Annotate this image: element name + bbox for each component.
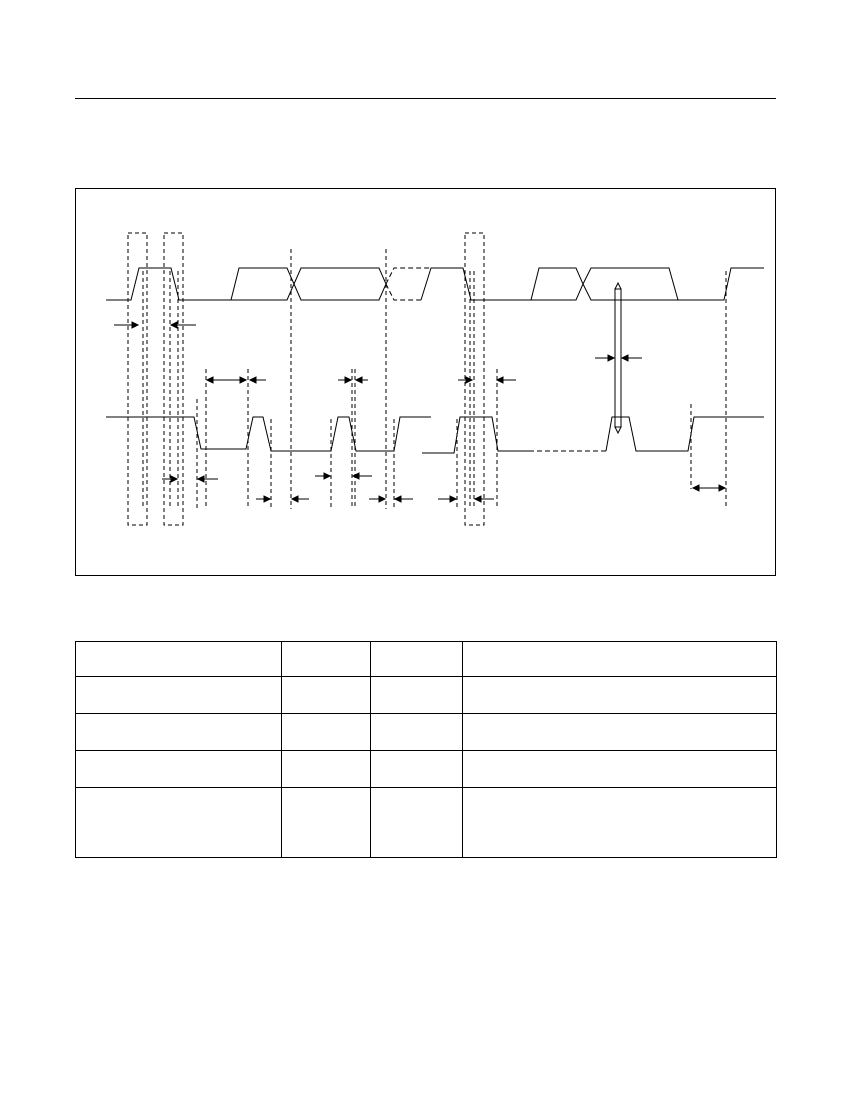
table-cell	[75, 676, 282, 714]
table-header-cell	[281, 641, 371, 677]
lower-waveform	[106, 416, 764, 454]
page-header-rule	[75, 98, 776, 99]
parameter-table	[75, 641, 777, 858]
table-header-cell	[75, 641, 282, 677]
table-row	[75, 787, 777, 858]
table-header-row	[75, 641, 777, 677]
table-cell	[462, 713, 777, 751]
table-cell	[281, 750, 371, 788]
timing-diagram-svg	[106, 232, 764, 526]
guide-box-3	[464, 232, 485, 526]
table-header-cell	[462, 641, 777, 677]
table-row	[75, 750, 777, 788]
table-cell	[370, 787, 463, 858]
table-cell	[75, 750, 282, 788]
table-cell	[75, 787, 282, 858]
hold-bar	[614, 288, 622, 428]
timing-guides	[142, 249, 727, 509]
upper-waveform	[106, 267, 764, 301]
table-cell	[281, 713, 371, 751]
timing-arrows	[114, 321, 727, 503]
table-cell	[281, 787, 371, 858]
timing-diagram-figure	[75, 188, 776, 576]
table-cell	[462, 787, 777, 858]
table-header-cell	[370, 641, 463, 677]
guide-box-1	[127, 232, 148, 526]
table-row	[75, 713, 777, 751]
table-cell	[370, 676, 463, 714]
table-row	[75, 676, 777, 714]
table-cell	[370, 713, 463, 751]
guide-box-2	[163, 232, 184, 526]
table-cell	[281, 676, 371, 714]
table-cell	[370, 750, 463, 788]
table-cell	[75, 713, 282, 751]
table-cell	[462, 750, 777, 788]
table-cell	[462, 676, 777, 714]
